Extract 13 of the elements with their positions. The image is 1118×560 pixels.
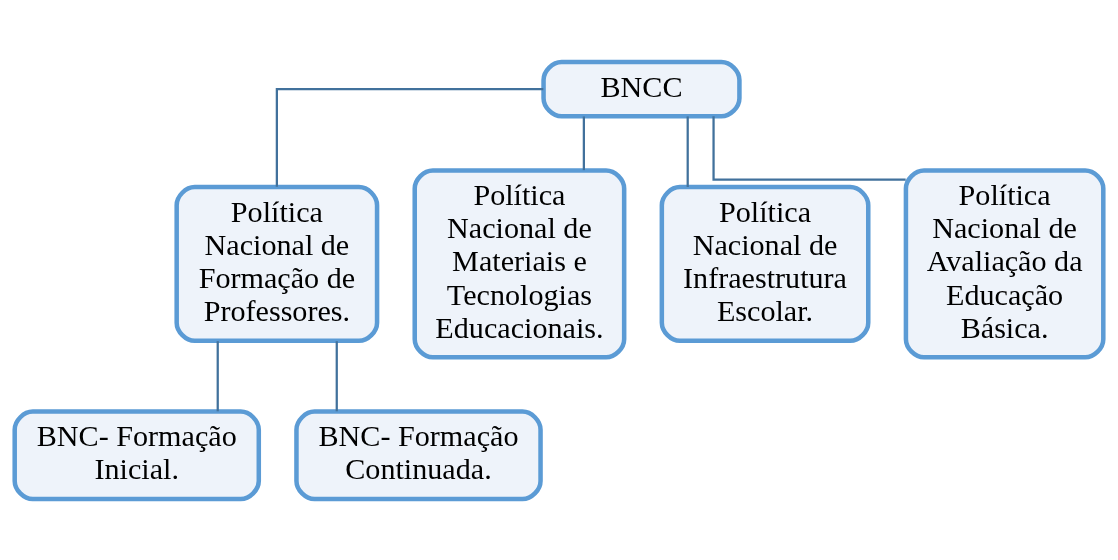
node-box: Política Nacional de Materiais e Tecnologias Educacionais. [412, 167, 627, 360]
connector [216, 340, 219, 411]
connector [712, 115, 906, 181]
node-box: Política Nacional de Infraestrutura Escolar. [659, 184, 871, 343]
node-box: BNC- Formação Continuada. [294, 408, 543, 501]
connector [686, 115, 689, 187]
node-box: Política Nacional de Avaliação da Educação Básica. [903, 167, 1106, 360]
connector [275, 87, 544, 187]
node-box: Política Nacional de Formação de Professores. [174, 184, 380, 343]
node-box: BNCC [541, 59, 742, 119]
connector [335, 340, 338, 411]
connector [582, 115, 585, 170]
node-box: BNC- Formação Inicial. [12, 408, 262, 501]
